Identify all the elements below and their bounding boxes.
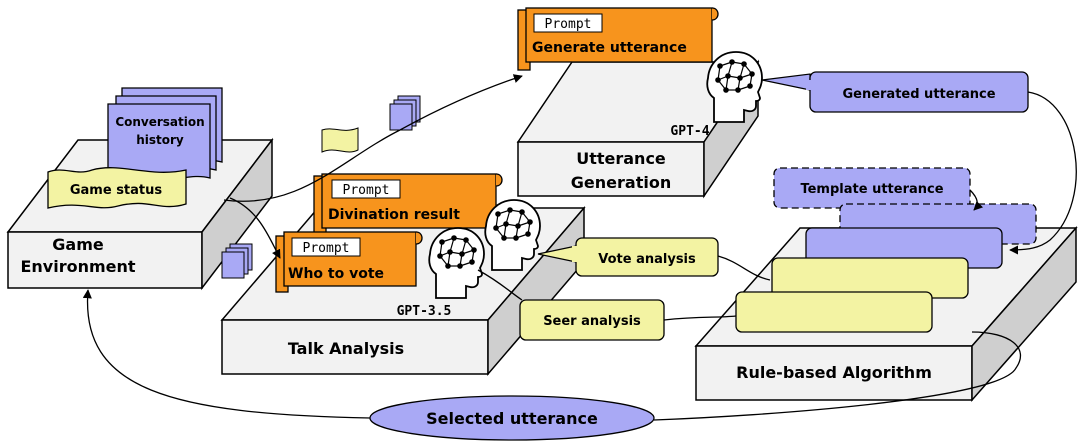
selected-utterance-label: Selected utterance bbox=[426, 409, 598, 428]
divination-result-prompt: Prompt Divination result bbox=[313, 173, 503, 237]
generate-utterance-label: Generate utterance bbox=[532, 40, 687, 56]
game-status-card: Game status bbox=[47, 167, 187, 209]
prompt-tag: Prompt bbox=[545, 17, 592, 32]
talk-analysis-label: Talk Analysis bbox=[288, 339, 404, 358]
game-environment-label-2: Environment bbox=[20, 257, 135, 276]
who-to-vote-label: Who to vote bbox=[288, 266, 384, 282]
connector-arrows bbox=[82, 74, 1077, 421]
seer-analysis-box: Seer analysis bbox=[519, 299, 665, 341]
template-utterance-box: Template utterance bbox=[773, 167, 971, 209]
conversation-history-label-2: history bbox=[136, 133, 184, 147]
conversation-history-stack: Conversation history bbox=[107, 87, 223, 183]
utterance-generation-label-1: Utterance bbox=[576, 149, 666, 168]
document-stack-icon bbox=[221, 243, 253, 279]
rule-based-label: Rule-based Algorithm bbox=[736, 363, 932, 382]
scroll-icon bbox=[321, 127, 359, 153]
generate-utterance-prompt: Prompt Generate utterance bbox=[517, 7, 719, 71]
generated-utterance-box: Generated utterance bbox=[761, 71, 1029, 113]
selected-utterance-ellipse: Selected utterance bbox=[369, 395, 655, 441]
gpt4-label: GPT-4 bbox=[670, 124, 709, 139]
vote-analysis-label: Vote analysis bbox=[598, 252, 696, 267]
document-stack-icon bbox=[389, 95, 421, 131]
gpt35-label: GPT-3.5 bbox=[397, 304, 452, 319]
conversation-history-label-1: Conversation bbox=[115, 115, 204, 129]
seer-analysis-label: Seer analysis bbox=[543, 314, 641, 329]
utterance-generation-label-2: Generation bbox=[571, 173, 671, 192]
candidate-utterance-stack bbox=[735, 203, 1037, 333]
game-environment-label-1: Game bbox=[52, 235, 104, 254]
prompt-tag: Prompt bbox=[303, 241, 350, 256]
divination-result-label: Divination result bbox=[328, 207, 460, 223]
vote-analysis-box: Vote analysis bbox=[537, 237, 719, 277]
game-status-label: Game status bbox=[70, 183, 163, 198]
generated-utterance-label: Generated utterance bbox=[842, 87, 995, 102]
who-to-vote-prompt: Prompt Who to vote bbox=[275, 231, 423, 293]
template-utterance-label: Template utterance bbox=[800, 182, 943, 197]
prompt-tag: Prompt bbox=[343, 183, 390, 198]
